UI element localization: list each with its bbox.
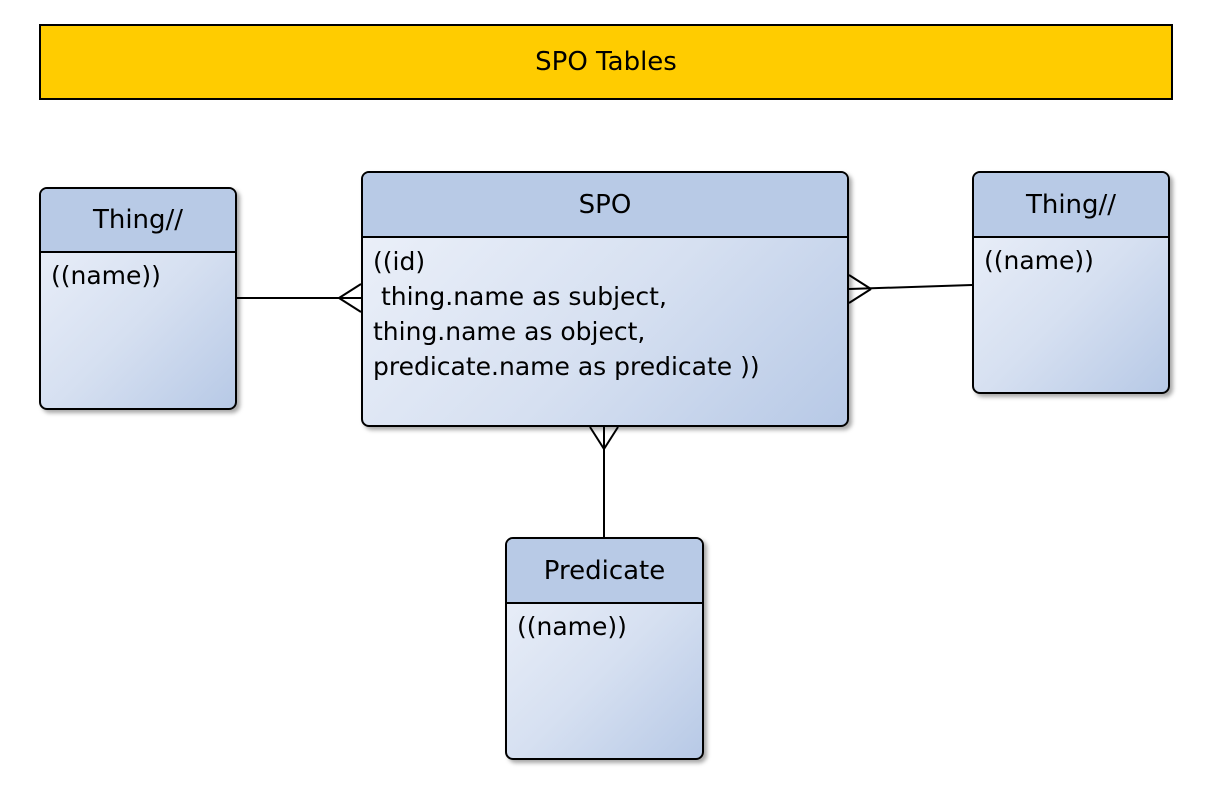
entity-predicate[interactable]: Predicate ((name)) xyxy=(505,537,704,760)
entity-name: Thing// xyxy=(92,205,184,235)
connector-line xyxy=(848,284,973,290)
crows-foot-left xyxy=(589,426,605,450)
entity-header: Thing// xyxy=(974,173,1168,238)
crows-foot-lower xyxy=(848,288,872,304)
relationship-predicate-spo xyxy=(589,426,619,537)
entity-name: Thing// xyxy=(1025,189,1117,220)
relationship-thing-right-spo xyxy=(848,274,973,304)
crows-foot-upper xyxy=(338,283,362,299)
crows-foot-upper xyxy=(848,274,872,290)
entity-spo[interactable]: SPO ((id) thing.name as subject, thing.n… xyxy=(361,171,849,427)
entity-thing-left[interactable]: Thing// ((name)) xyxy=(39,187,237,410)
entity-header: Predicate xyxy=(507,539,702,604)
entity-thing-right[interactable]: Thing// ((name)) xyxy=(972,171,1170,394)
diagram-title-text: SPO Tables xyxy=(535,47,677,77)
relationship-thing-left-spo xyxy=(237,283,362,313)
entity-attributes: ((id) thing.name as subject, thing.name … xyxy=(373,247,760,381)
diagram-title: SPO Tables xyxy=(39,24,1173,100)
entity-attributes: ((name)) xyxy=(984,246,1094,275)
entity-header: SPO xyxy=(363,173,847,238)
entity-header: Thing// xyxy=(41,189,235,253)
crows-foot-lower xyxy=(338,297,362,313)
entity-name: SPO xyxy=(578,189,632,220)
crows-foot-right xyxy=(603,426,619,450)
entity-attributes: ((name)) xyxy=(51,261,161,290)
entity-attributes: ((name)) xyxy=(517,612,627,641)
entity-name: Predicate xyxy=(543,555,666,586)
